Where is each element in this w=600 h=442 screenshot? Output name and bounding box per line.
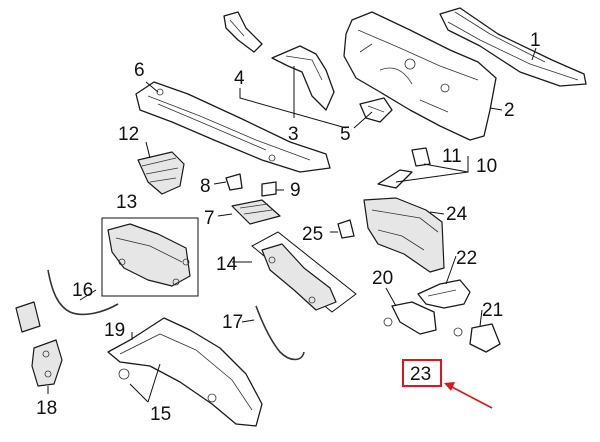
part-20-bracket xyxy=(383,301,437,335)
part-24-insulator xyxy=(363,197,445,273)
part-22-bracket xyxy=(417,279,471,309)
part-6-cowl-grille xyxy=(135,81,331,173)
callout-13: 13 xyxy=(116,192,137,213)
leader-lines xyxy=(47,47,537,403)
callout-15: 15 xyxy=(150,404,171,425)
part-15-side-panel xyxy=(107,317,263,427)
callout-7: 7 xyxy=(204,208,215,229)
callout-2: 2 xyxy=(504,100,515,121)
callout-23: 23 xyxy=(410,364,431,385)
part-7-pad xyxy=(231,199,281,225)
part-12-screen xyxy=(137,151,185,195)
callout-17: 17 xyxy=(222,312,243,333)
part-13-panel xyxy=(107,223,191,287)
part-4-bracket xyxy=(223,11,263,53)
callout-20: 20 xyxy=(372,268,393,289)
part-9-clip xyxy=(261,181,277,197)
callout-5: 5 xyxy=(340,124,351,145)
part-10-strut xyxy=(377,169,413,189)
callout-22: 22 xyxy=(456,248,477,269)
callout-19: 19 xyxy=(104,320,125,341)
callout-24: 24 xyxy=(446,204,468,225)
part-16-cable xyxy=(47,269,119,316)
callout-9: 9 xyxy=(290,180,301,201)
callout-25: 25 xyxy=(302,224,323,245)
highlight-box-23 xyxy=(402,359,442,387)
callout-3: 3 xyxy=(288,124,299,145)
highlight-arrow xyxy=(449,385,493,409)
part-18-bracket xyxy=(31,339,63,387)
callout-16: 16 xyxy=(72,280,93,301)
callout-11: 11 xyxy=(442,146,462,167)
part-block xyxy=(15,301,41,333)
part-3-bracket xyxy=(271,45,335,111)
part-11-bracket xyxy=(411,147,431,167)
part-8-clip xyxy=(225,173,243,191)
callout-8: 8 xyxy=(200,176,211,197)
callout-6: 6 xyxy=(134,60,145,81)
part-17-cable xyxy=(255,305,305,361)
part-25-clip xyxy=(337,219,355,239)
callout-12: 12 xyxy=(118,124,139,145)
group-box-13 xyxy=(101,217,199,297)
part-1-cowl-panel xyxy=(439,7,587,87)
part-21-bracket xyxy=(453,323,501,353)
part-14-panel xyxy=(261,243,337,311)
callout-10: 10 xyxy=(476,156,497,177)
callout-14: 14 xyxy=(216,254,238,275)
callout-1: 1 xyxy=(530,30,541,51)
callout-18: 18 xyxy=(36,398,57,419)
callout-4: 4 xyxy=(234,68,245,89)
part-2-dash-panel xyxy=(343,11,497,141)
callout-21: 21 xyxy=(482,300,503,321)
highlight-arrowhead xyxy=(444,382,455,391)
